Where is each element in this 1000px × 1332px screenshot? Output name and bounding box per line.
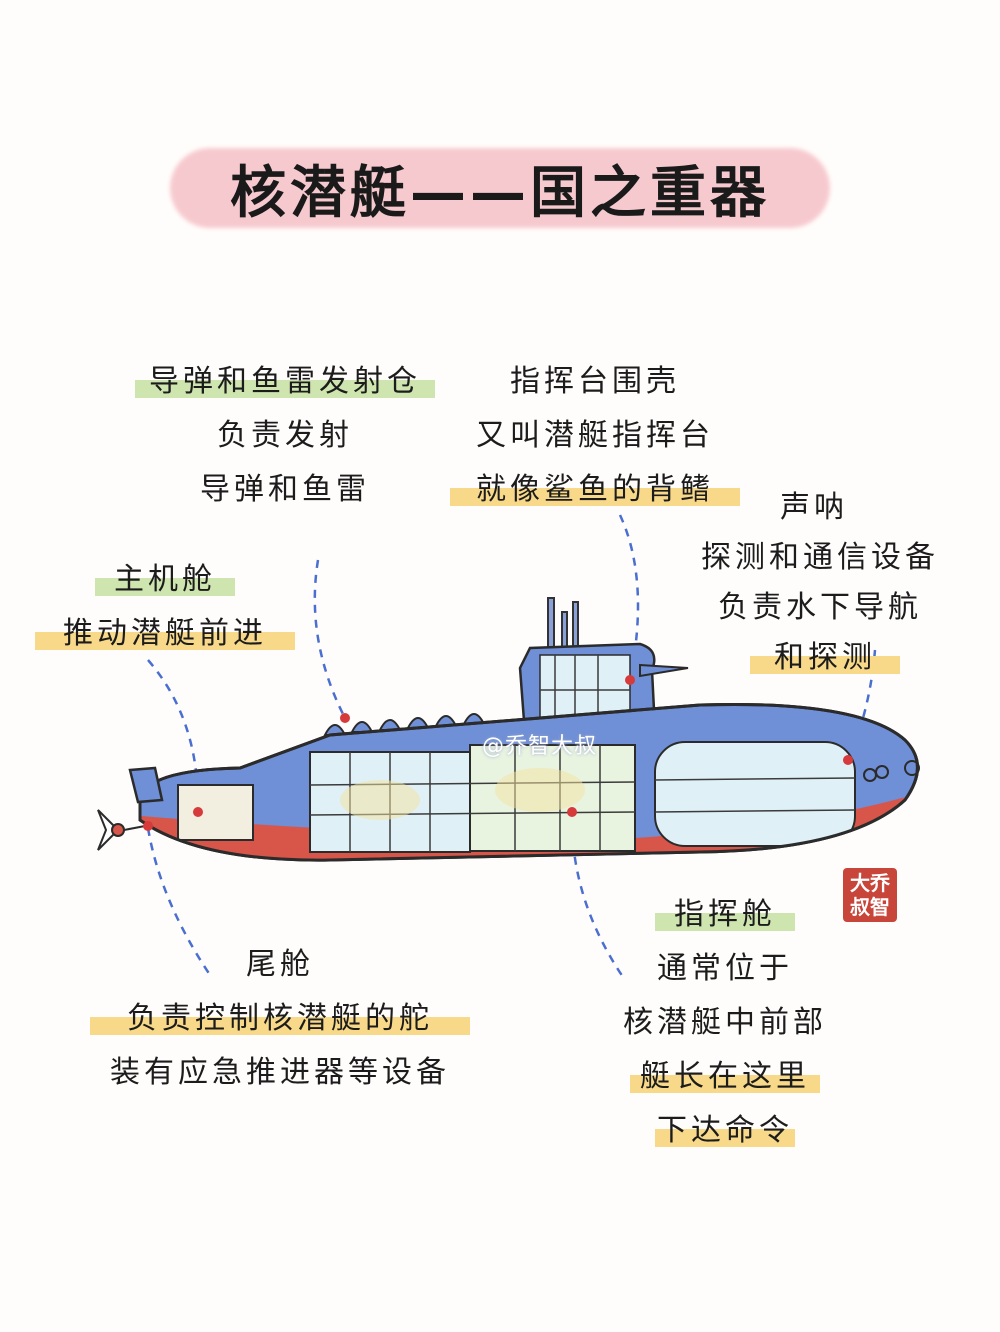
dot-missile-bay [340,713,350,723]
propeller-icon [97,809,146,851]
seal-text: 大乔叔智 [850,871,890,919]
label-engine-room-title: 主机舱 [95,560,235,600]
dot-sail [625,675,635,685]
label-missile-bay-line-2: 导弹和鱼雷 [200,472,370,507]
label-command-room-line-3: 艇长在这里 [630,1057,820,1097]
label-command-room-line-1: 通常位于 [657,951,793,986]
label-sonar-line-1: 探测和通信设备 [701,540,939,575]
label-sonar-title: 声呐 [780,490,848,525]
masts [547,597,579,651]
label-missile-bay: 导弹和鱼雷发射仓 负责发射 导弹和鱼雷 [135,362,435,510]
watermark: @乔智大叔 [482,734,598,759]
dot-engine-room [193,807,203,817]
dot-command-room [567,807,577,817]
label-stern-line-1: 负责控制核潜艇的舵 [90,999,470,1039]
hull [138,702,920,862]
label-command-room: 指挥舱 通常位于 核潜艇中前部 艇长在这里 下达命令 [600,895,850,1151]
label-sail-line-2: 就像鲨鱼的背鳍 [450,470,740,510]
label-sonar: 声呐 探测和通信设备 负责水下导航 和探测 [680,488,960,678]
label-sail: 指挥台围壳 又叫潜艇指挥台 就像鲨鱼的背鳍 [450,362,740,510]
label-sail-line-1: 又叫潜艇指挥台 [476,418,714,453]
dot-sonar [843,755,853,765]
artist-seal: 大乔叔智 [843,868,897,922]
title-banner: 核潜艇——国之重器 [170,140,830,236]
label-stern: 尾舱 负责控制核潜艇的舵 装有应急推进器等设备 [90,945,470,1093]
title-highlight [170,148,830,228]
callout-line-stern [146,827,212,976]
callout-line-sail [618,514,640,681]
page-title: 核潜艇——国之重器 [230,160,770,226]
label-command-room-line-2: 核潜艇中前部 [623,1005,827,1040]
tail-fin [128,766,164,804]
label-sail-title: 指挥台围壳 [510,364,680,399]
label-missile-bay-line-1: 负责发射 [217,418,353,453]
callout-dots [143,675,853,831]
label-missile-bay-title: 导弹和鱼雷发射仓 [135,362,435,402]
dot-stern [143,821,153,831]
label-sonar-line-2: 负责水下导航 [718,590,922,625]
callout-line-missile-bay [313,559,347,719]
label-engine-room-line-1: 推动潜艇前进 [35,614,295,654]
label-stern-title: 尾舱 [246,947,314,982]
label-command-room-title: 指挥舱 [655,895,795,935]
label-sonar-line-3: 和探测 [750,638,900,678]
label-command-room-line-4: 下达命令 [655,1111,795,1151]
label-stern-line-2: 装有应急推进器等设备 [110,1055,450,1090]
callout-line-engine-room [147,659,200,813]
label-engine-room: 主机舱 推动潜艇前进 [35,560,295,654]
